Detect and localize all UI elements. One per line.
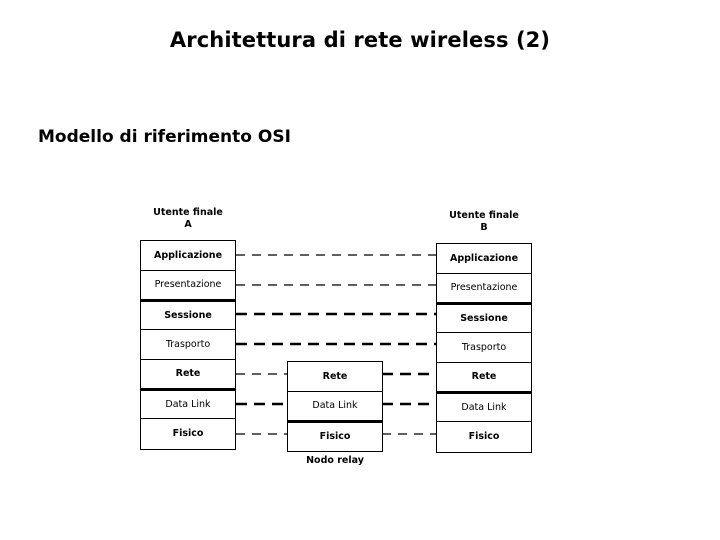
slide-subtitle: Modello di riferimento OSI xyxy=(38,127,291,147)
relay-node-stack: Rete Data Link Fisico xyxy=(287,361,383,453)
layer-fisico-a[interactable]: Fisico xyxy=(141,419,235,449)
layer-presentazione-a[interactable]: Presentazione xyxy=(141,270,235,301)
layer-trasporto-b[interactable]: Trasporto xyxy=(437,333,531,363)
layer-rete-b[interactable]: Rete xyxy=(437,362,531,393)
layer-rete-relay[interactable]: Rete xyxy=(288,362,382,392)
right-endpoint-stack: Applicazione Presentazione Sessione Tras… xyxy=(436,243,532,453)
page-title: Architettura di rete wireless (2) xyxy=(169,28,551,52)
layer-sessione-b[interactable]: Sessione xyxy=(437,303,531,334)
layer-applicazione-a[interactable]: Applicazione xyxy=(141,241,235,271)
layer-sessione-a[interactable]: Sessione xyxy=(141,300,235,331)
layer-datalink-a[interactable]: Data Link xyxy=(141,389,235,420)
layer-applicazione-b[interactable]: Applicazione xyxy=(437,244,531,274)
layer-rete-a[interactable]: Rete xyxy=(141,359,235,390)
layer-trasporto-a[interactable]: Trasporto xyxy=(141,330,235,360)
layer-fisico-b[interactable]: Fisico xyxy=(437,422,531,452)
layer-datalink-relay[interactable]: Data Link xyxy=(288,391,382,422)
left-endpoint-stack: Applicazione Presentazione Sessione Tras… xyxy=(140,240,236,450)
right-stack-caption: Utente finale B xyxy=(449,210,519,233)
relay-stack-caption: Nodo relay xyxy=(306,455,364,466)
layer-datalink-b[interactable]: Data Link xyxy=(437,392,531,423)
left-stack-caption: Utente finale A xyxy=(153,207,223,230)
layer-presentazione-b[interactable]: Presentazione xyxy=(437,273,531,304)
layer-fisico-relay[interactable]: Fisico xyxy=(288,421,382,452)
